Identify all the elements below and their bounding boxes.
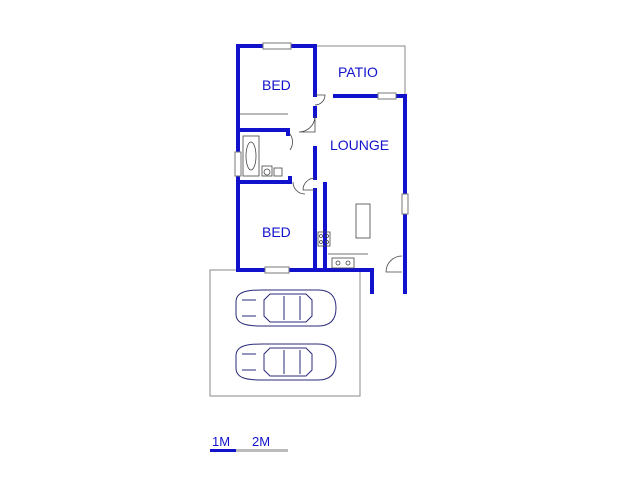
- scale-bar: 1M 2M: [210, 434, 288, 452]
- car-bottom: [235, 343, 337, 381]
- room-label-bed-bottom: BED: [262, 224, 291, 240]
- exterior-walls: [236, 44, 407, 294]
- room-label-patio: PATIO: [338, 64, 378, 80]
- room-label-bed-top: BED: [262, 77, 291, 93]
- patio-outline: [315, 45, 406, 95]
- kitchen-fixtures: [317, 203, 371, 269]
- car-top: [235, 289, 337, 327]
- scale-segment-2m: [236, 449, 288, 452]
- scale-segment-1m: [210, 449, 236, 452]
- scale-label-2m: 2M: [252, 434, 270, 449]
- carport-outline: [209, 269, 361, 397]
- scale-label-1m: 1M: [212, 434, 230, 449]
- bathroom-fixtures: [240, 113, 288, 177]
- windows: [234, 42, 409, 274]
- doors: [289, 94, 403, 273]
- room-label-lounge: LOUNGE: [330, 137, 389, 153]
